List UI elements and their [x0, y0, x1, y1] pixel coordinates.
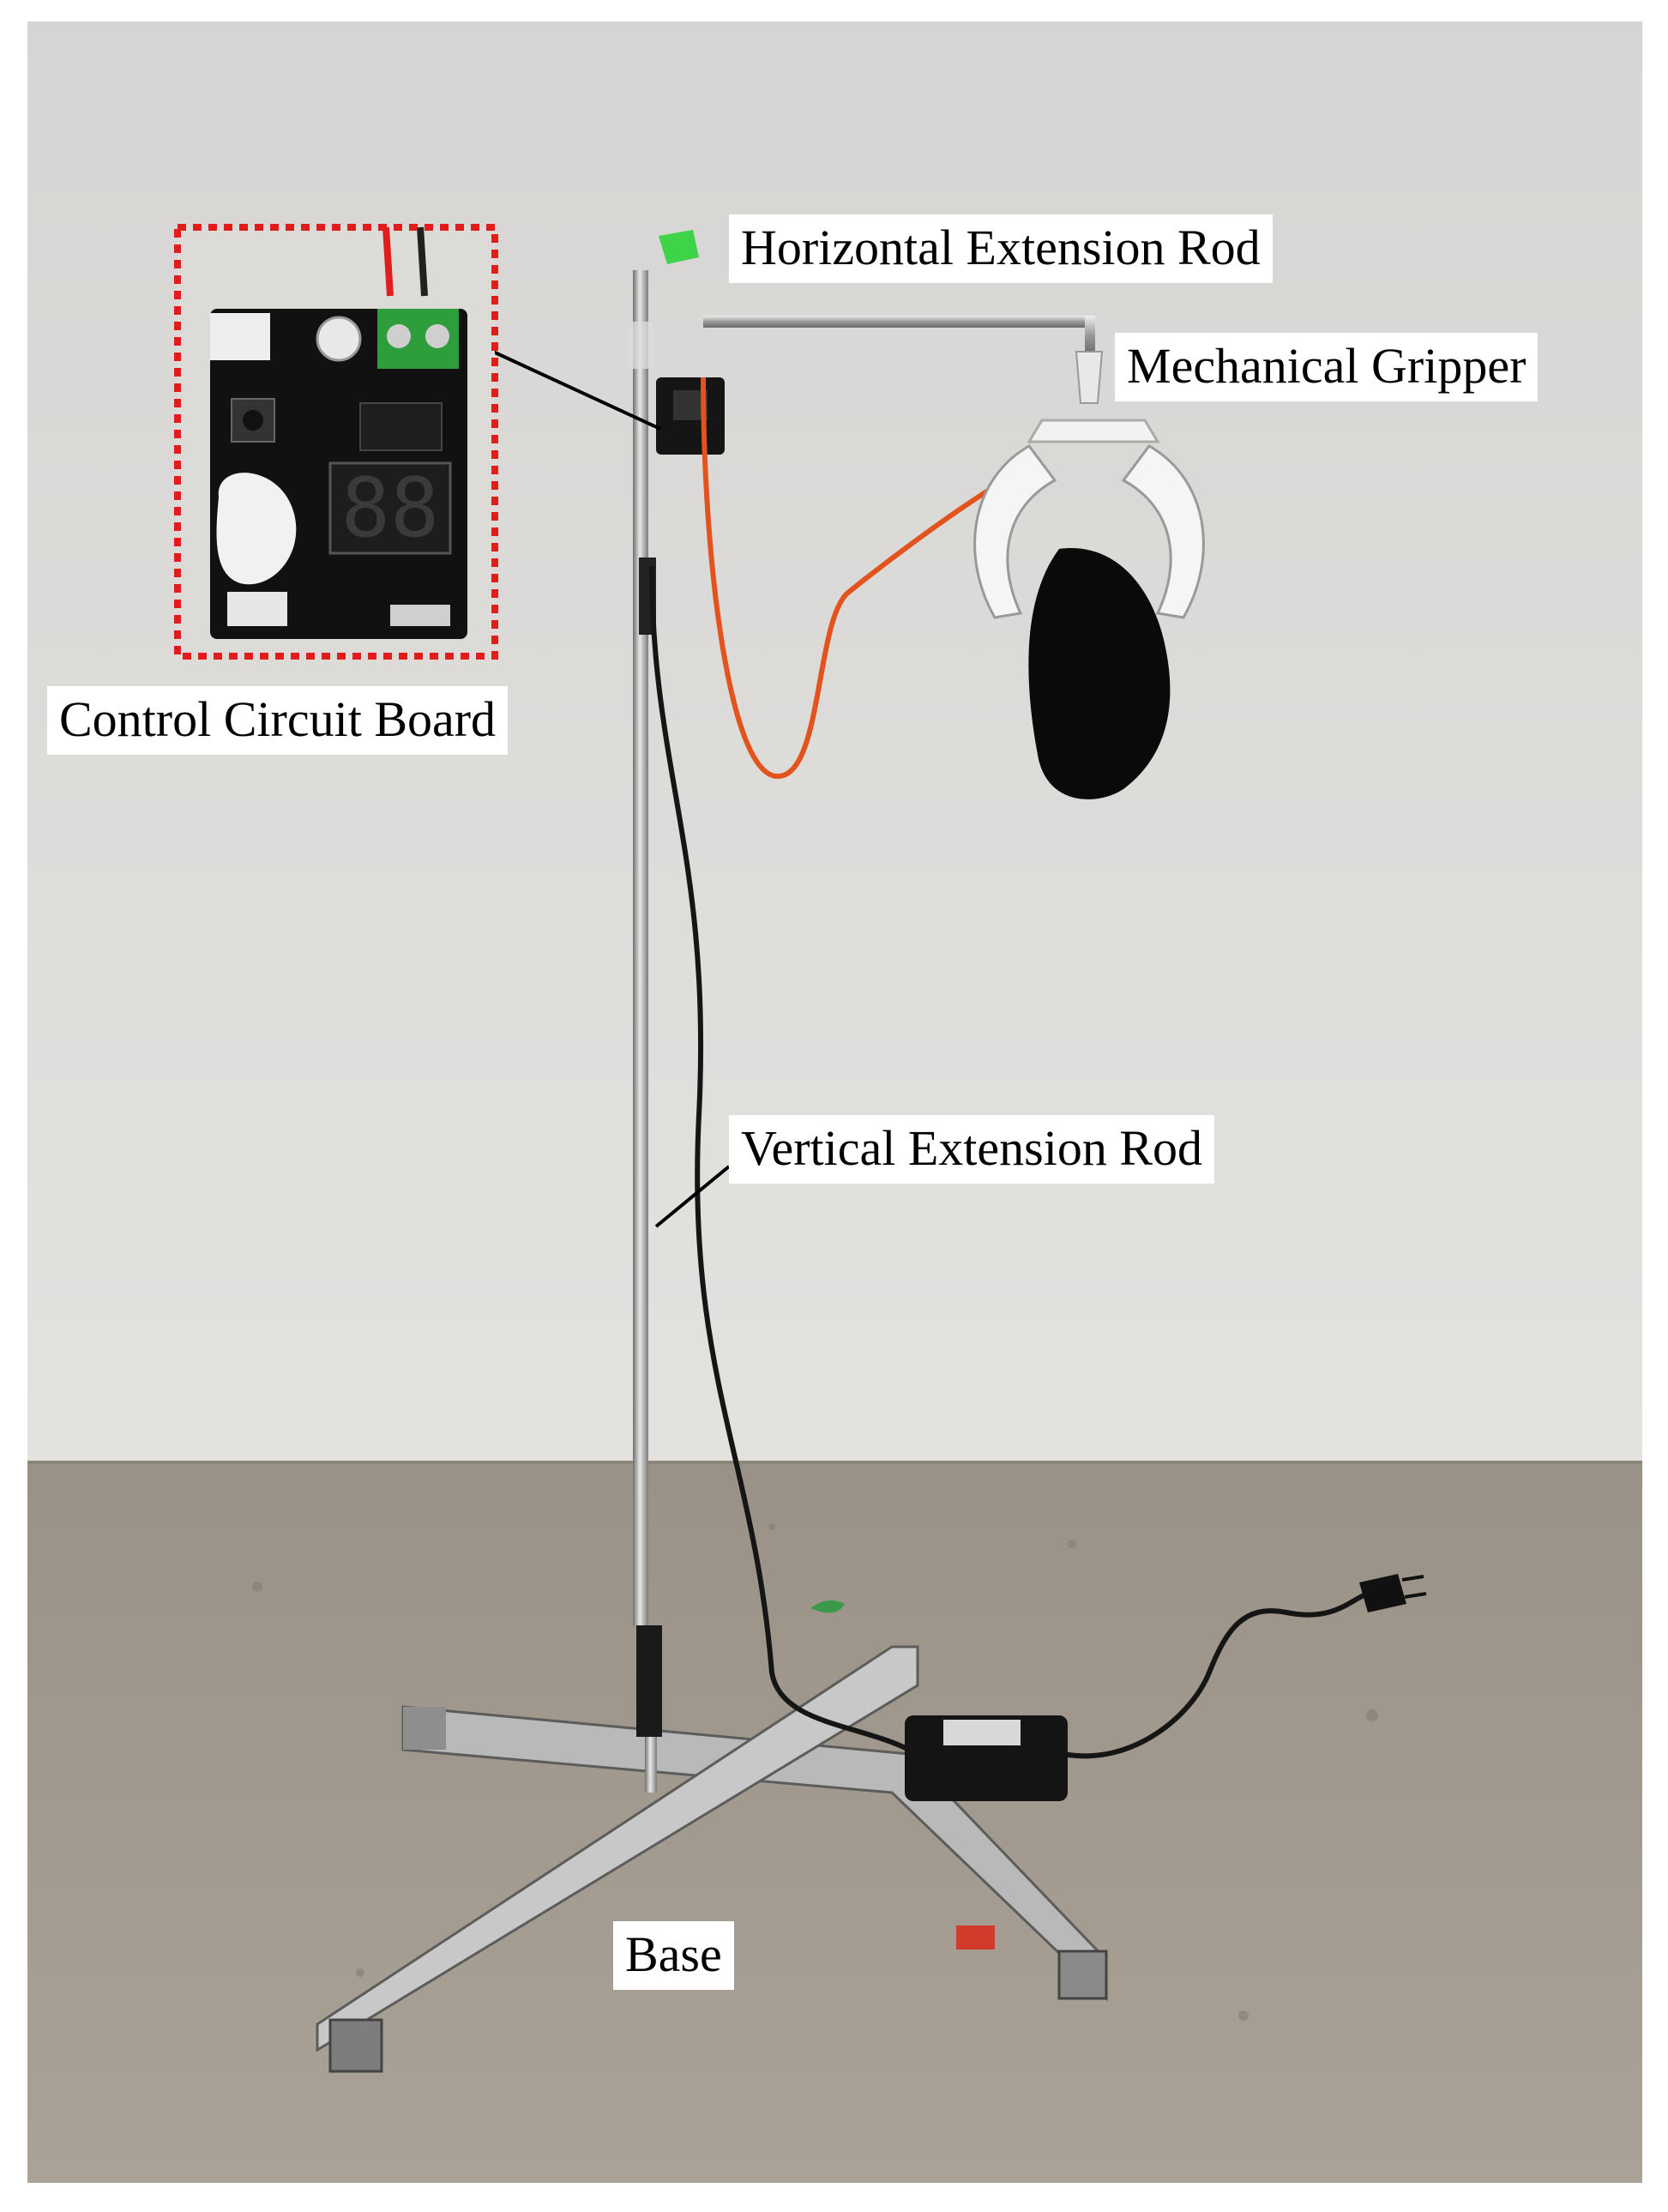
power-adapter	[905, 1715, 1068, 1801]
board-leader-line	[492, 350, 661, 431]
mechanical-gripper	[973, 419, 1205, 799]
horizontal-rod	[659, 230, 1104, 404]
vertical-extension-rod-label: Vertical Extension Rod	[729, 1115, 1215, 1184]
control-board-inset: 88	[174, 224, 498, 660]
horizontal-extension-rod-label: Horizontal Extension Rod	[729, 214, 1273, 283]
seven-segment-display: 88	[341, 461, 439, 556]
servo-cable	[701, 377, 1014, 780]
base-label: Base	[613, 1921, 734, 1990]
floor	[27, 1462, 1642, 2183]
control-board-mounted	[639, 377, 725, 635]
vertical-rod-leader-line	[654, 1165, 731, 1228]
control-circuit-board-label: Control Circuit Board	[47, 686, 509, 755]
gripped-object	[1028, 548, 1171, 799]
power-cable	[649, 565, 911, 1752]
mechanical-gripper-label: Mechanical Gripper	[1115, 333, 1539, 401]
